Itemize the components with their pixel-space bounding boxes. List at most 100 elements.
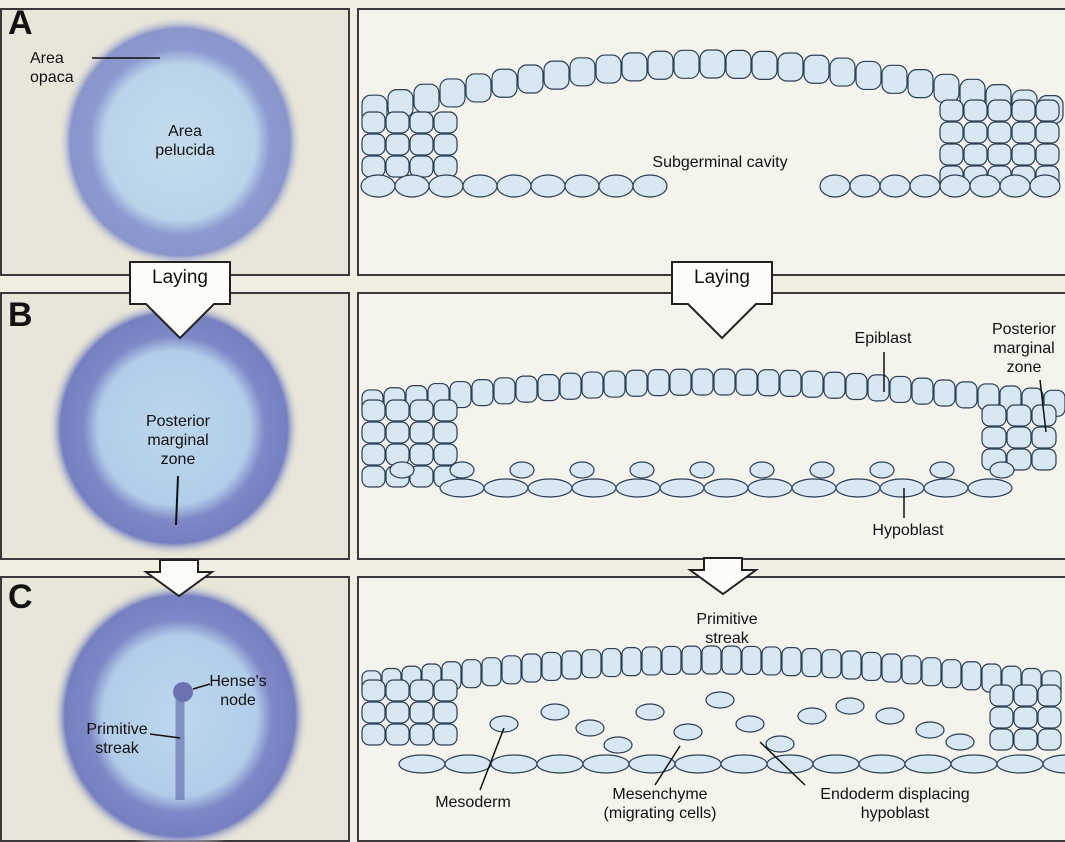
margin-cell	[964, 122, 987, 143]
epiblast-cell	[962, 662, 981, 690]
epiblast-cell	[440, 79, 465, 107]
margin-cell	[410, 134, 433, 155]
epiblast-cell	[824, 372, 845, 398]
lower-cell	[429, 175, 463, 197]
lower-cell	[750, 462, 774, 478]
margin-cell	[386, 400, 409, 421]
margin-cell	[940, 100, 963, 121]
endoderm-cell	[583, 755, 629, 773]
section-c-cells	[362, 646, 1065, 773]
margin-cell	[434, 422, 457, 443]
endoderm-cell	[675, 755, 721, 773]
margin-cell	[362, 400, 385, 421]
epiblast-cell	[726, 50, 751, 78]
epiblast-cell	[780, 370, 801, 396]
mesenchyme-cell	[766, 736, 794, 752]
epiblast-cell	[516, 376, 537, 402]
lower-cell	[570, 462, 594, 478]
margin-cell	[434, 112, 457, 133]
hypoblast-cell	[572, 479, 616, 497]
panel-letter-b: B	[8, 298, 33, 332]
mesenchyme-cell	[736, 716, 764, 732]
lower-cell	[361, 175, 395, 197]
mesenchyme-cell	[674, 724, 702, 740]
endoderm-cell	[491, 755, 537, 773]
hypoblast-cell	[748, 479, 792, 497]
epiblast-cell	[842, 651, 861, 679]
margin-cell	[362, 134, 385, 155]
margin-cell	[1036, 100, 1059, 121]
margin-cell	[410, 444, 433, 465]
margin-cell	[362, 444, 385, 465]
epiblast-cell	[682, 646, 701, 674]
area-opaca-label: Area opaca	[30, 49, 74, 87]
hypoblast-label: Hypoblast	[858, 521, 958, 540]
epiblast-cell	[722, 646, 741, 674]
epiblast-cell	[882, 654, 901, 682]
endoderm-cell	[537, 755, 583, 773]
margin-cell	[434, 156, 457, 177]
margin-cell	[386, 422, 409, 443]
lower-cell	[690, 462, 714, 478]
margin-cell	[362, 724, 385, 745]
hypoblast-cell	[792, 479, 836, 497]
pmz-cell	[1007, 427, 1031, 448]
epiblast-cell	[908, 70, 933, 98]
epiblast-cell	[700, 50, 725, 78]
epiblast-cell	[942, 660, 961, 688]
epiblast-cell	[902, 656, 921, 684]
margin-cell	[988, 144, 1011, 165]
mesenchyme-cell	[916, 722, 944, 738]
epiblast-cell	[802, 371, 823, 397]
margin-cell	[362, 466, 385, 487]
margin-cell	[434, 702, 457, 723]
epiblast-cell	[830, 58, 855, 86]
epiblast-cell	[518, 65, 543, 93]
endoderm-cell	[813, 755, 859, 773]
hypoblast-cell	[528, 479, 572, 497]
margin-cell	[434, 444, 457, 465]
epiblast-cell	[570, 58, 595, 86]
epiblast-cell	[466, 74, 491, 102]
pmz-cell	[982, 427, 1006, 448]
margin-cell	[1036, 122, 1059, 143]
margin-cell	[990, 729, 1013, 750]
mesenchyme-cell	[604, 737, 632, 753]
epiblast-cell	[736, 369, 757, 395]
epiblast-cell	[502, 656, 521, 684]
epiblast-cell	[890, 376, 911, 402]
lower-cell	[850, 175, 880, 197]
epiblast-cell	[804, 55, 829, 83]
margin-cell	[1038, 729, 1061, 750]
epiblast-cell	[596, 55, 621, 83]
epiblast-cell	[626, 370, 647, 396]
epiblast-cell	[762, 647, 781, 675]
lower-cell	[630, 462, 654, 478]
epiblast-cell	[562, 651, 581, 679]
epiblast-cell	[934, 74, 959, 102]
lower-cell	[531, 175, 565, 197]
lower-cell	[390, 462, 414, 478]
margin-cell	[362, 156, 385, 177]
epiblast-cell	[868, 375, 889, 401]
epiblast-cell	[648, 51, 673, 79]
epiblast-cell	[714, 369, 735, 395]
pmz-cell	[1032, 427, 1056, 448]
primitive-streak-left-label: Primitive streak	[72, 720, 162, 758]
epiblast-cell	[522, 654, 541, 682]
mesenchyme-cell	[798, 708, 826, 724]
epiblast-cell	[544, 61, 569, 89]
mesenchyme-cell	[876, 708, 904, 724]
lower-cell	[599, 175, 633, 197]
endoderm-cell	[951, 755, 997, 773]
lower-cell	[930, 462, 954, 478]
lower-cell	[1030, 175, 1060, 197]
endoderm-cell	[399, 755, 445, 773]
hensens-node-mark	[173, 682, 193, 702]
margin-cell	[964, 144, 987, 165]
lower-cell	[450, 462, 474, 478]
hypoblast-cell	[616, 479, 660, 497]
margin-cell	[410, 702, 433, 723]
hypoblast-cell	[924, 479, 968, 497]
mesenchyme-cell	[836, 698, 864, 714]
